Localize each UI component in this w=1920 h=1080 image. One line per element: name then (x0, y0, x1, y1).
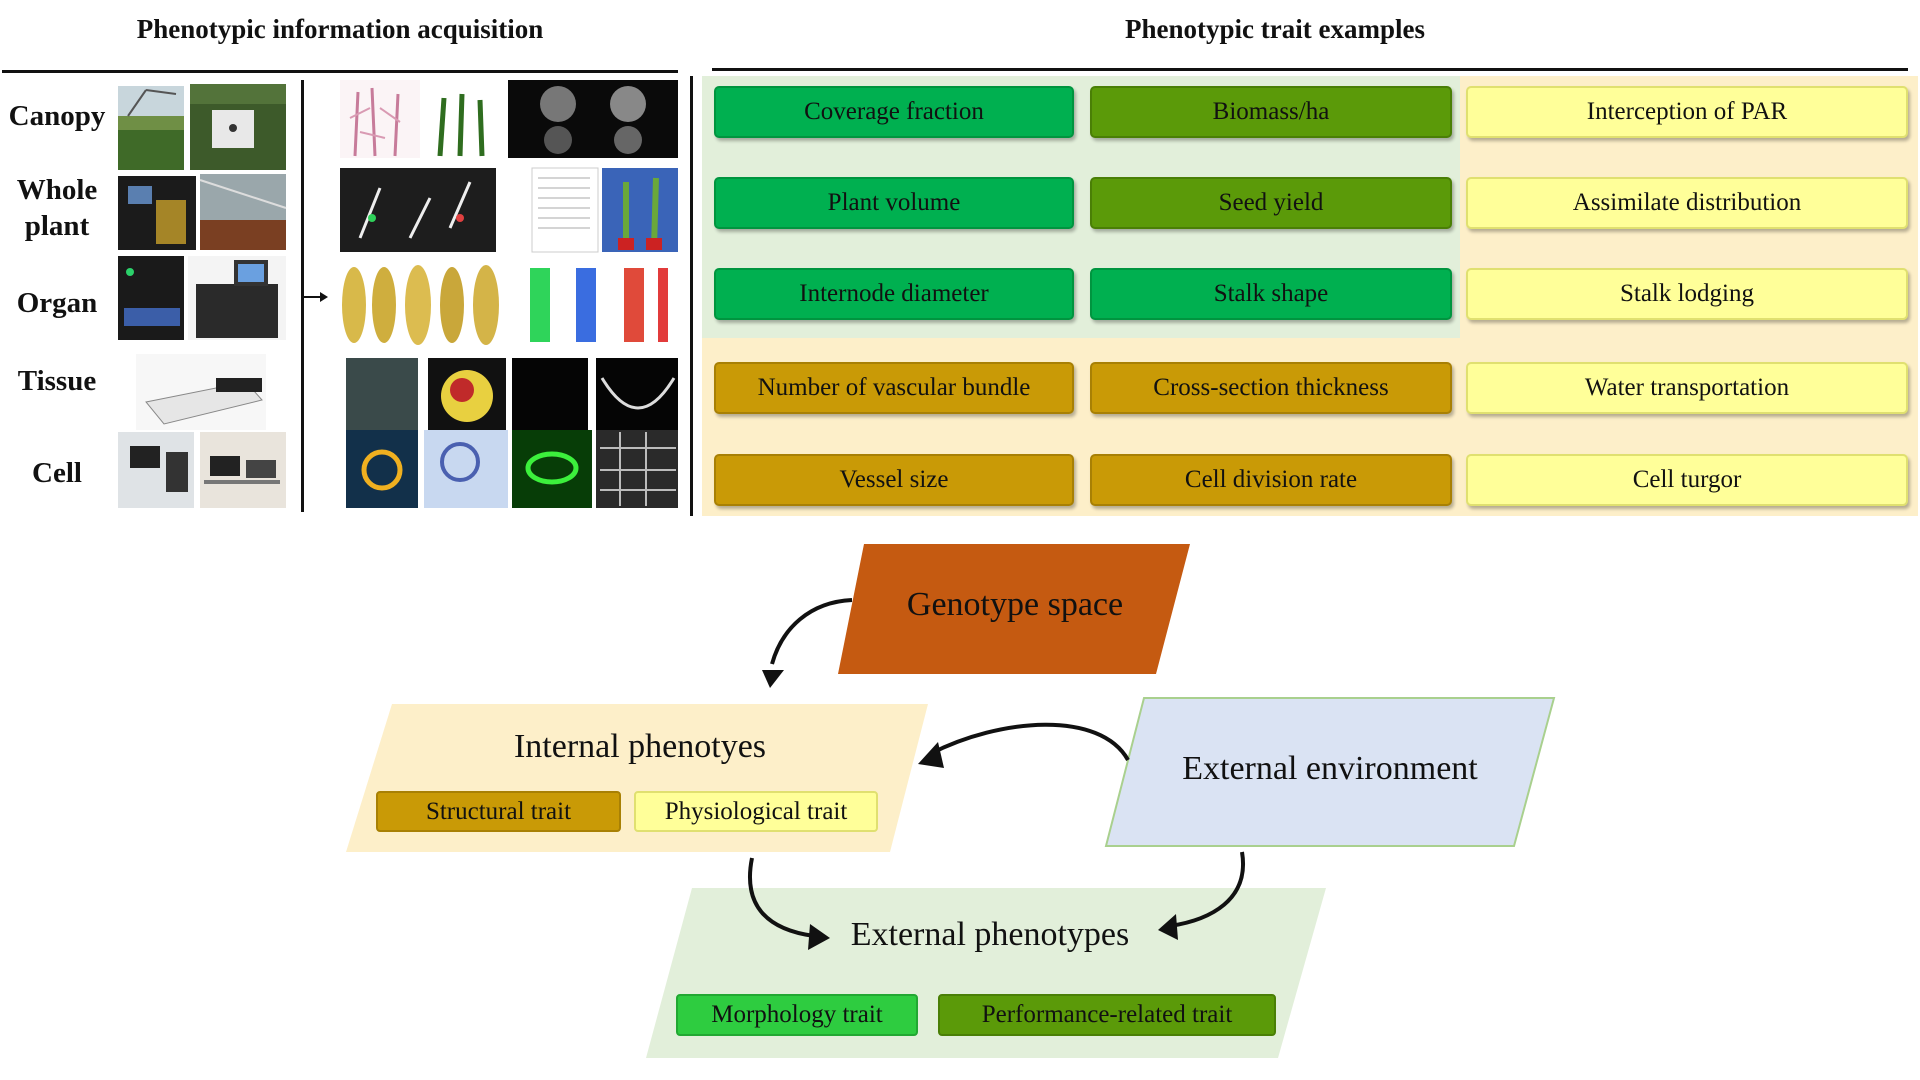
whole-plant-chamber-photo (118, 176, 196, 250)
cell-micrograph-images (346, 430, 678, 508)
trait-vessel-size: Vessel size (714, 454, 1074, 506)
cell-lab-photo (200, 432, 286, 508)
external-phenotypes-title: External phenotypes (850, 916, 1130, 953)
trait-interception-of-par: Interception of PAR (1466, 86, 1908, 138)
trait-coverage-fraction: Coverage fraction (714, 86, 1074, 138)
trait-assimilate-distribution: Assimilate distribution (1466, 177, 1908, 229)
trait-cross-section-thickness: Cross-section thickness (1090, 362, 1452, 414)
canopy-model-image (340, 80, 420, 158)
arrowhead-environment-external (1158, 914, 1178, 940)
morphology-trait-box: Morphology trait (676, 994, 918, 1036)
structural-trait-box: Structural trait (376, 791, 621, 832)
performance-related-trait-box: Performance-related trait (938, 994, 1276, 1036)
canopy-sensor-photo (190, 84, 286, 170)
equipment-photos (118, 84, 287, 508)
scale-label-tissue: Tissue (17, 365, 97, 397)
arrow-environment-to-internal (929, 722, 1130, 761)
cell-workstation-photo (118, 432, 194, 508)
trait-internode-diameter: Internode diameter (714, 268, 1074, 320)
tissue-section-images (346, 358, 678, 436)
acquisition-heading-rule (2, 70, 678, 73)
arrowhead-genotype (762, 670, 784, 688)
canopy-field-photo (118, 86, 184, 170)
panel-divider (690, 76, 693, 516)
arrow-environment-to-external (1169, 851, 1246, 928)
acquisition-divider (301, 80, 304, 512)
organ-ears-image (340, 262, 510, 348)
arrowhead-environment-internal (918, 742, 944, 768)
arrow-internal-to-external (748, 857, 815, 938)
trait-seed-yield: Seed yield (1090, 177, 1452, 229)
whole-plant-photo-image (602, 168, 678, 252)
trait-number-of-vascular-bundle: Number of vascular bundle (714, 362, 1074, 414)
scale-label-cell: Cell (32, 457, 82, 489)
result-images (340, 80, 680, 508)
whole-plant-table-image (531, 167, 599, 253)
whole-plant-greenhouse-photo (199, 174, 287, 250)
scale-label-canopy: Canopy (8, 100, 106, 132)
scale-label-organ: Organ (16, 287, 98, 319)
trait-stalk-shape: Stalk shape (1090, 268, 1452, 320)
trait-water-transportation: Water transportation (1466, 362, 1908, 414)
trait-examples-heading: Phenotypic trait examples (1125, 14, 1425, 44)
arrowhead-internal-external (808, 924, 830, 950)
genotype-space-label: Genotype space (906, 586, 1124, 623)
external-environment-label: External environment (1182, 750, 1478, 787)
tissue-microscope-photo (136, 354, 266, 430)
trait-plant-volume: Plant volume (714, 177, 1074, 229)
acquisition-heading: Phenotypic information acquisition (136, 14, 544, 44)
organ-scanner-photo (118, 256, 184, 340)
organ-ct-photo (188, 256, 286, 340)
canopy-plants-image (424, 80, 504, 158)
canopy-segmentation-image (508, 80, 678, 158)
trait-stalk-lodging: Stalk lodging (1466, 268, 1908, 320)
genotype-space-shape (838, 544, 1190, 674)
external-environment-shape (1104, 697, 1556, 847)
physiological-trait-box: Physiological trait (634, 791, 878, 832)
trait-cell-division-rate: Cell division rate (1090, 454, 1452, 506)
trait-examples-heading-rule (712, 68, 1908, 71)
arrow-genotype-to-internal (770, 598, 853, 665)
trait-cell-turgor: Cell turgor (1466, 454, 1908, 506)
internal-phenotypes-title: Internal phenotyes (513, 728, 767, 765)
acquisition-arrow (304, 292, 328, 302)
whole-plant-skeleton-image (340, 168, 496, 252)
trait-biomass: Biomass/ha (1090, 86, 1452, 138)
organ-heatmap-image (516, 262, 680, 348)
scale-label-whole-plant: Whole plant (16, 174, 98, 243)
